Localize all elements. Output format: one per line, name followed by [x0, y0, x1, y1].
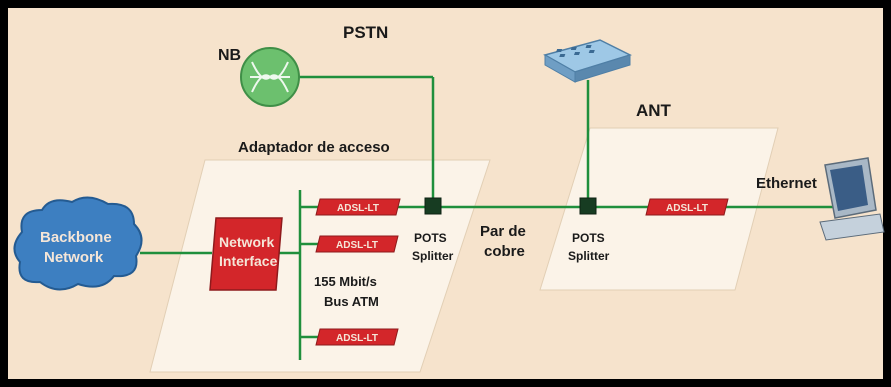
backbone-cloud — [13, 196, 143, 291]
splitter1-label-2: Splitter — [412, 249, 454, 263]
copper-pair-label-2: cobre — [484, 243, 525, 260]
ant-label: ANT — [636, 101, 672, 120]
adsl-lt-label-3: ADSL-LT — [336, 333, 378, 344]
connection-lines — [140, 75, 850, 360]
adsl-lt-box-2 — [315, 235, 399, 253]
atm-bus-label-1: 155 Mbit/s — [314, 274, 377, 289]
atm-bus-label-2: Bus ATM — [324, 294, 379, 309]
network-interface-label-1: Network — [219, 234, 274, 250]
cloud-shape — [13, 196, 143, 291]
access-adapter-panel — [149, 159, 491, 373]
ethernet-label: Ethernet — [756, 175, 817, 192]
network-interface-box — [209, 217, 283, 291]
splitter1-label-1: POTS — [414, 231, 447, 245]
network-interface-label-2: Interface — [219, 253, 278, 269]
backbone-label-2: Network — [44, 249, 104, 266]
adsl-box-group — [315, 198, 729, 346]
adsl-lt-box-3 — [315, 328, 399, 346]
telephone-icon — [543, 39, 633, 83]
adsl-lt-label-4: ADSL-LT — [666, 203, 708, 214]
copper-pair-label-1: Par de — [480, 223, 526, 240]
backbone-label-1: Backbone — [40, 229, 112, 246]
nb-label: NB — [218, 47, 241, 64]
adsl-lt-box-1 — [315, 198, 401, 216]
splitter2-label-1: POTS — [572, 231, 605, 245]
computer-icon — [819, 157, 885, 241]
pots-splitter-1 — [424, 197, 442, 215]
nb-switch-node — [240, 47, 300, 107]
pstn-label: PSTN — [343, 23, 388, 42]
access-adapter-label: Adaptador de acceso — [238, 139, 390, 156]
adsl-lt-label-2: ADSL-LT — [336, 240, 378, 251]
adsl-lt-label-1: ADSL-LT — [337, 203, 379, 214]
splitter2-label-2: Splitter — [568, 249, 610, 263]
adsl-lt-box-4 — [645, 198, 729, 216]
pots-splitter-2 — [579, 197, 597, 215]
